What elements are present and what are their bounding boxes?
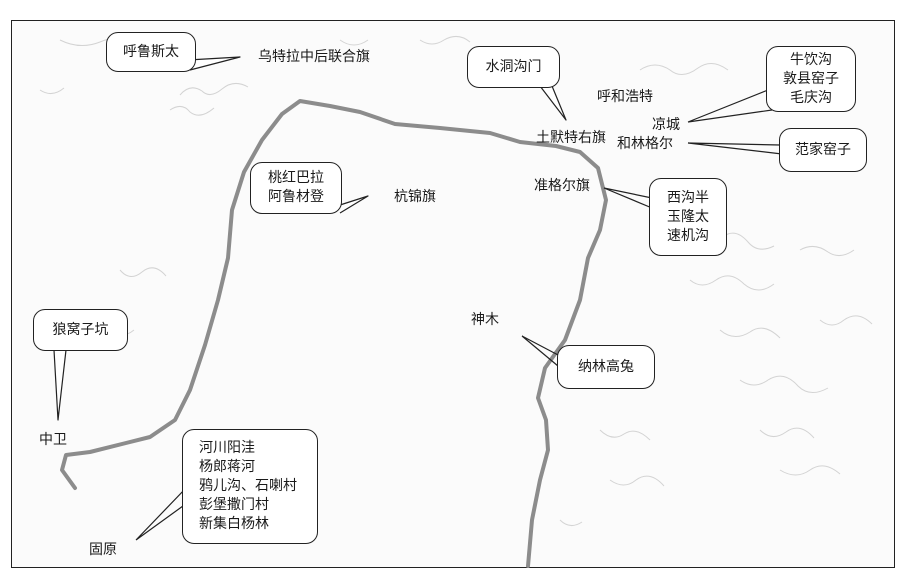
terrain-relief bbox=[39, 36, 873, 526]
callout-line: 新集白杨林 bbox=[199, 516, 269, 532]
callout-huluositai: 呼鲁斯太 bbox=[106, 32, 196, 72]
callout-tail-shuidonggoumen bbox=[539, 85, 567, 121]
leader-xigouban bbox=[603, 187, 653, 209]
callout-line: 牛饮沟 bbox=[790, 51, 832, 68]
callout-langwozikeng: 狼窝子坑 bbox=[33, 309, 128, 351]
place-label-zhungeer: 准格尔旗 bbox=[534, 178, 590, 194]
callout-line: 桃红巴拉 bbox=[268, 170, 324, 186]
yellow-river bbox=[60, 99, 608, 568]
callout-line: 阿鲁材登 bbox=[268, 189, 324, 205]
callout-line: 杨郎蒋河 bbox=[199, 459, 255, 475]
callout-line: 呼鲁斯太 bbox=[123, 43, 179, 60]
callout-line: 范家窑子 bbox=[795, 141, 851, 158]
callout-line: 纳林高兔 bbox=[578, 358, 634, 375]
place-label-huhehaote: 呼和浩特 bbox=[597, 89, 653, 105]
callout-line: 毛庆沟 bbox=[790, 89, 832, 106]
callout-hechuan: 河川阳洼 杨郎蒋河 鸦儿沟、石喇村 彭堡撒门村 新集白杨林 bbox=[182, 429, 318, 544]
leader-fanjiayaozi bbox=[687, 142, 783, 155]
place-label-helinge: 和林格尔 bbox=[617, 136, 673, 152]
callout-line: 玉隆太 bbox=[667, 208, 709, 225]
place-label-tumote: 土默特右旗 bbox=[536, 130, 606, 146]
leader-nalingaotu bbox=[521, 335, 561, 367]
leader-niuyingou bbox=[687, 89, 773, 123]
callout-line: 河川阳洼 bbox=[199, 440, 255, 456]
place-label-guyuan: 固原 bbox=[89, 542, 117, 558]
map-frame bbox=[11, 20, 895, 568]
place-label-hangjin: 杭锦旗 bbox=[394, 189, 436, 205]
callout-tail-huluositai bbox=[187, 56, 241, 71]
callout-xigouban: 西沟半 玉隆太 速机沟 bbox=[649, 178, 727, 256]
place-label-wuteqian: 乌特拉中后联合旗 bbox=[258, 49, 370, 65]
callout-line: 狼窝子坑 bbox=[52, 321, 109, 338]
callout-line: 敦县窑子 bbox=[783, 70, 839, 87]
place-label-liangcheng: 凉城 bbox=[652, 117, 680, 133]
callout-line: 西沟半 bbox=[667, 189, 709, 206]
callout-shuidonggoumen: 水洞沟门 bbox=[467, 46, 560, 88]
callout-fanjiayaozi: 范家窑子 bbox=[779, 128, 867, 172]
callout-nalingaotu: 纳林高兔 bbox=[557, 345, 655, 389]
callout-tail-langwozikeng bbox=[53, 349, 67, 421]
callout-niuyingou: 牛饮沟 敦县窑子 毛庆沟 bbox=[766, 46, 856, 112]
callout-line: 水洞沟门 bbox=[485, 58, 542, 75]
callout-line: 鸦儿沟、石喇村 bbox=[199, 478, 297, 494]
callout-taohongbala: 桃红巴拉 阿鲁材登 bbox=[250, 162, 342, 214]
callout-tail-taohongbala bbox=[339, 195, 369, 214]
place-label-shenmu: 神木 bbox=[471, 312, 499, 328]
place-label-zhongwei: 中卫 bbox=[39, 432, 67, 448]
callout-line: 速机沟 bbox=[667, 227, 709, 244]
callout-line: 彭堡撒门村 bbox=[199, 497, 269, 513]
leader-lines bbox=[53, 56, 783, 541]
